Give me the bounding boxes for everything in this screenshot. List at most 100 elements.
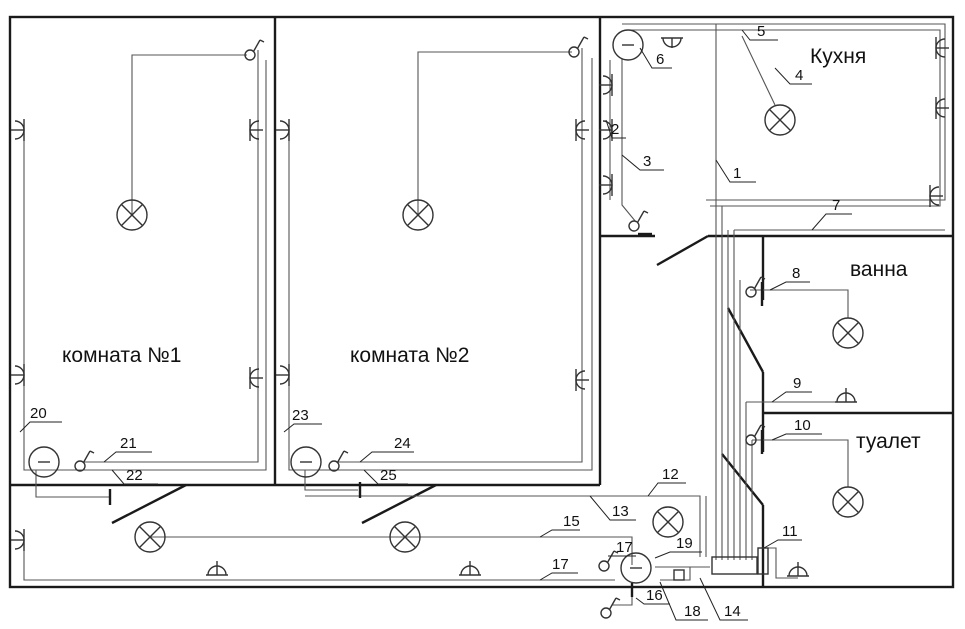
wire-room2-lamp <box>417 51 572 215</box>
label-7: 7 <box>832 197 840 214</box>
number-labels: 1 2 3 4 5 6 7 8 9 10 11 12 13 14 15 16 1… <box>30 23 840 620</box>
junction-boxes <box>28 29 652 584</box>
wire-room1-sw-drop <box>82 50 259 463</box>
label-11: 11 <box>782 523 798 540</box>
leader-3 <box>621 154 664 171</box>
socket-icon <box>459 561 481 576</box>
leader-14 <box>699 577 748 621</box>
lamp-icon <box>764 104 796 136</box>
leader-15 <box>539 529 580 538</box>
leader-21 <box>103 451 152 463</box>
wire-kitchen-lamp <box>741 35 776 106</box>
switch-icon <box>598 550 619 572</box>
label-24: 24 <box>394 435 411 452</box>
wire-kitchen-left <box>621 58 637 223</box>
socket-icon <box>575 369 589 391</box>
room-label-kitchen: Кухня <box>810 45 866 68</box>
wiring <box>23 23 946 606</box>
switch-icon <box>74 450 95 472</box>
socket-icon <box>661 37 683 48</box>
wire-room1-lamp <box>131 54 247 215</box>
door-bath <box>726 307 765 373</box>
socket-icon <box>929 185 943 207</box>
socket-icon <box>11 364 25 386</box>
lamp-icon <box>389 521 421 553</box>
switch-icon <box>244 39 265 61</box>
wire-kitchen-top-2 <box>626 29 941 207</box>
label-25: 25 <box>380 467 397 484</box>
socket-icon <box>249 119 263 141</box>
label-18: 18 <box>684 603 701 620</box>
socket-icon <box>935 97 949 119</box>
leader-8 <box>769 281 810 291</box>
switch-icon <box>745 276 766 298</box>
label-2: 2 <box>611 121 619 138</box>
distribution-panel-icon <box>673 547 769 581</box>
room-label-room2: комната №2 <box>350 344 469 367</box>
wire-room1-loop <box>23 60 267 471</box>
switch-icon <box>600 597 621 619</box>
wire-kitchen-top <box>622 23 946 201</box>
label-13: 13 <box>612 503 629 520</box>
switch-icon <box>628 210 649 232</box>
label-16: 16 <box>646 587 663 604</box>
label-14: 14 <box>724 603 741 620</box>
socket-icon <box>11 119 25 141</box>
label-4: 4 <box>795 67 803 84</box>
leader-11 <box>763 539 802 549</box>
socket-icon <box>276 119 290 141</box>
label-8: 8 <box>792 265 800 282</box>
leader-16 <box>635 597 670 605</box>
wire-corridor-sockets <box>23 540 615 581</box>
label-19: 19 <box>676 535 693 552</box>
label-6: 6 <box>656 51 664 68</box>
lamp-icon <box>832 486 864 518</box>
lamp-icon <box>402 199 434 231</box>
cable-ends <box>108 232 764 597</box>
lamps <box>116 104 864 553</box>
outer-wall <box>8 15 955 589</box>
label-15: 15 <box>563 513 580 530</box>
label-12: 12 <box>662 466 679 483</box>
wire-room2-loop <box>288 58 593 471</box>
wire-corridor-16 <box>612 588 633 606</box>
label-9: 9 <box>793 375 801 392</box>
panel-terminal <box>673 569 685 581</box>
room-label-room1: комната №1 <box>62 344 181 367</box>
panel-box-11 <box>757 547 769 575</box>
leader-12 <box>647 482 686 497</box>
leader-20 <box>19 421 62 433</box>
socket-icon <box>599 74 613 96</box>
leader-25 <box>363 469 408 485</box>
leader-6 <box>639 47 672 69</box>
label-10: 10 <box>794 417 811 434</box>
leader-23 <box>283 423 322 433</box>
socket-icon <box>599 174 613 196</box>
wire-corridor-13 <box>305 495 701 557</box>
leader-22 <box>111 469 158 485</box>
label-17b: 17 <box>616 539 633 556</box>
socket-icon <box>276 364 290 386</box>
socket-icon <box>575 119 589 141</box>
label-17a: 17 <box>552 556 569 573</box>
lamp-icon <box>116 199 148 231</box>
label-20: 20 <box>30 405 47 422</box>
label-21: 21 <box>120 435 137 452</box>
leader-24 <box>359 451 414 463</box>
switch-icon <box>745 424 766 446</box>
leader-lines <box>19 29 852 621</box>
leader-1 <box>715 159 756 183</box>
wire-bath-lamp <box>750 289 849 318</box>
leader-13 <box>589 495 636 521</box>
leader-17a <box>539 572 578 581</box>
door-room2 <box>361 483 437 525</box>
junction-box-icon <box>28 446 60 478</box>
leader-9 <box>771 391 812 403</box>
junction-box-icon <box>620 552 652 584</box>
socket-icon <box>787 562 809 577</box>
switch-icon <box>568 36 589 58</box>
leader-7 <box>811 213 852 231</box>
socket-icon <box>11 529 25 551</box>
wire-room2-sw-drop <box>336 48 583 463</box>
